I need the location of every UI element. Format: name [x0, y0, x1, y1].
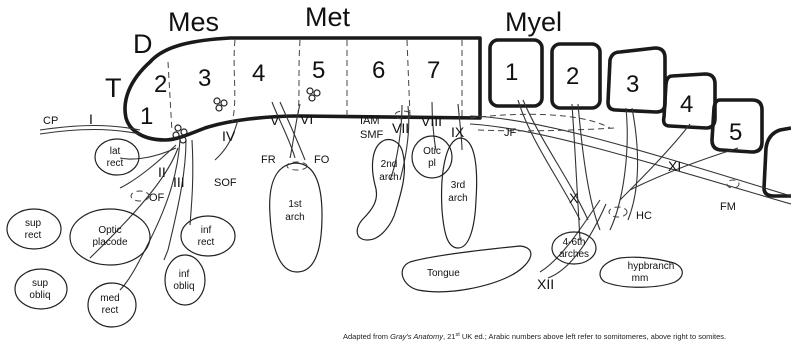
source-caption: Adapted from Gray's Anatomy, 21st UK ed.… [343, 332, 726, 341]
label-iam: IAM [360, 115, 380, 127]
label-fr: FR [261, 154, 276, 166]
label-d: D [133, 29, 153, 59]
somite-4: 4 [680, 91, 693, 118]
label-cp: CP [43, 115, 58, 127]
somite-5: 5 [729, 119, 742, 146]
somite-blocks [490, 40, 791, 196]
nerve-viii-label: VIII [421, 113, 442, 129]
nerve-xi-label: XI [668, 158, 681, 174]
somitomere-1: 1 [140, 103, 153, 130]
label-of: OF [149, 192, 165, 204]
somitomere-4: 4 [252, 60, 265, 87]
label-sof: SOF [214, 177, 237, 189]
label-mes: Mes [168, 7, 219, 37]
nerve-i-label: I [89, 111, 93, 127]
somitomere-3: 3 [198, 65, 211, 92]
label-met: Met [305, 2, 351, 32]
somitomere-6: 6 [372, 57, 385, 84]
label-t: T [105, 73, 122, 103]
nerve-vi-label: VI [300, 111, 313, 127]
label-myel: Myel [505, 7, 562, 37]
label-jf: JF [504, 127, 517, 139]
somitomere-2: 2 [154, 71, 167, 98]
label-smf: SMF [360, 129, 384, 141]
label-tongue: Tongue [427, 268, 460, 279]
nerve-vii-label: VII [392, 120, 409, 136]
somitomere-5: 5 [312, 57, 325, 84]
label-fm: FM [720, 201, 736, 213]
somite-3: 3 [626, 71, 639, 98]
nerve-iii-label: III [173, 174, 185, 190]
somitomere-7: 7 [427, 57, 440, 84]
somite-1: 1 [505, 59, 518, 86]
nerve-x-label: X [569, 190, 579, 206]
label-fo: FO [314, 154, 330, 166]
label-hc: HC [636, 210, 652, 222]
somite-2: 2 [566, 63, 579, 90]
nerve-ix-label: IX [451, 124, 465, 140]
nerve-xii-label: XII [537, 276, 554, 292]
nerve-ii-label: II [158, 164, 166, 180]
nerve-v-label: V [270, 112, 280, 128]
nerve-iv-label: IV [222, 128, 236, 144]
